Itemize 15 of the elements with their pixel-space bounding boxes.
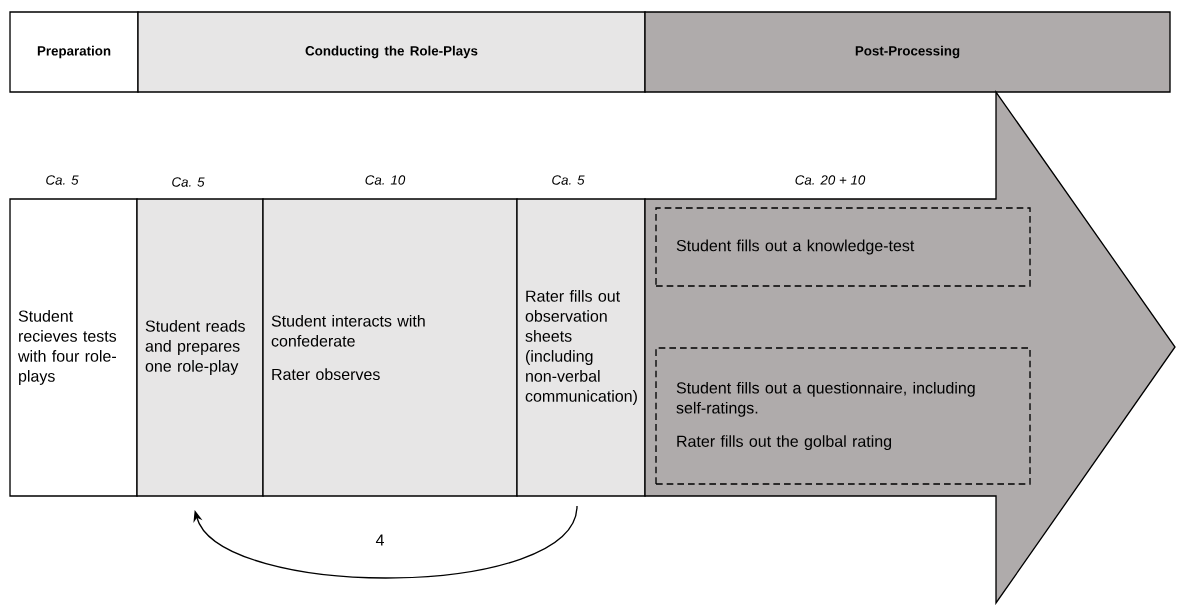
dashed-box: Student fills out a knowledge-test — [655, 207, 1031, 287]
phase-header: Preparation — [9, 11, 139, 93]
dashed-box: Student fills out a questionnaire, including self-ratings. Rater fills out the golbal rating — [655, 347, 1031, 485]
step-box: Student reads and prepares one role-play — [136, 198, 264, 497]
curved-arrow — [193, 505, 578, 579]
step-box: Rater fills out observation sheets (including non-verbal communication) — [516, 198, 646, 497]
duration-label: Ca. 10 — [365, 175, 406, 185]
duration-label: Ca. 5 — [172, 177, 205, 187]
phase-header: Post-Processing — [644, 11, 1171, 93]
duration-label: Ca. 5 — [46, 175, 79, 185]
duration-label: Ca. 20 + 10 — [795, 175, 866, 185]
phase-header: Conducting the Role-Plays — [137, 11, 646, 93]
step-box: Student recieves tests with four role-plays — [9, 198, 138, 497]
edge-label: 4 — [372, 531, 388, 549]
duration-label: Ca. 5 — [552, 175, 585, 185]
